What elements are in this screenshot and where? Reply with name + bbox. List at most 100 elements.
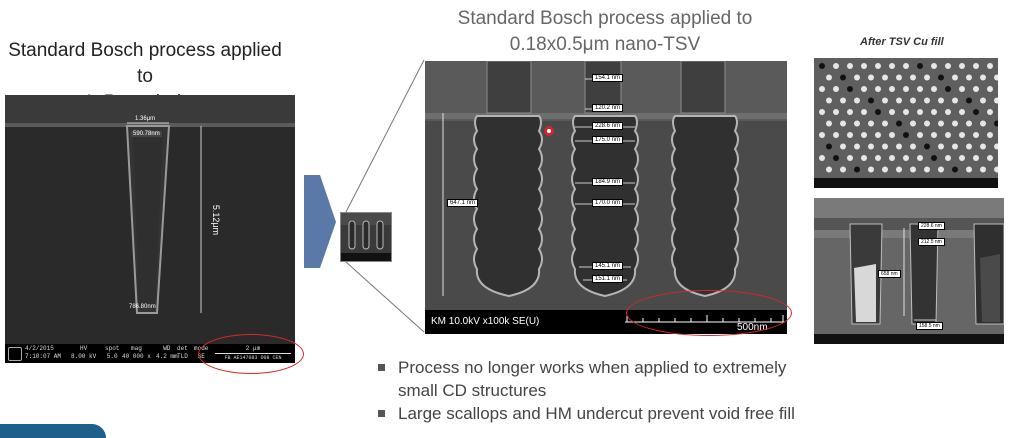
via-dot [847, 132, 853, 138]
via-dot [910, 120, 916, 127]
measurement-label: 170.0 nm [592, 199, 624, 207]
via-dot [840, 143, 846, 150]
databar-det: TLD [177, 353, 188, 360]
via-dot [966, 143, 972, 150]
via-dot [980, 143, 986, 150]
footer-tab-shape [0, 424, 106, 438]
via-dot [945, 109, 951, 115]
measurement-label: 786.80nm [129, 304, 156, 310]
left-sem-graphic [5, 95, 295, 314]
via-dot [938, 97, 944, 104]
via-dot [945, 155, 951, 161]
filled-tsv-graphic [814, 198, 1004, 344]
highlight-ellipse [626, 290, 792, 336]
via-dot [896, 120, 902, 127]
via-dot [903, 63, 909, 69]
via-dot [945, 63, 951, 69]
via-dot [952, 120, 958, 127]
via-dot [833, 109, 839, 115]
via-dot [994, 143, 998, 150]
via-dot [924, 143, 930, 150]
via-dot [917, 86, 923, 92]
via-dot [896, 166, 902, 173]
via-dot [917, 155, 923, 161]
via-dot [847, 155, 853, 161]
via-dot [917, 63, 923, 69]
via-dot [896, 143, 902, 150]
right-top-sem-image [814, 58, 998, 188]
via-dot [994, 120, 998, 127]
via-dot [875, 109, 881, 115]
via-dot [959, 86, 965, 92]
middle-title-line-1: Standard Bosch process applied to [457, 8, 753, 29]
bullet-square-icon [378, 364, 385, 371]
via-dot [833, 86, 839, 92]
sem-info-label: KM 10.0kV x100k SE(U) [431, 316, 540, 327]
left-sem-image: 1.36μm 590.78nm 5.12μm 786.80nm 4/2/2015… [5, 95, 295, 363]
via-dot [854, 166, 860, 173]
measurement-label: 647.1 nm [447, 199, 479, 207]
via-dot [952, 166, 958, 173]
databar-spot: 5.0 [106, 353, 118, 360]
databar-wd: 4.2 mm [156, 353, 178, 360]
via-dot [973, 86, 979, 92]
right-bottom-sem-image: 228.6 nm 212.5 nm 658 nm 158.5 nm [814, 198, 1004, 344]
via-dot [854, 74, 860, 81]
middle-sem-graphic [425, 61, 787, 298]
via-dot [903, 132, 909, 138]
via-dot [875, 155, 881, 161]
via-dot [980, 97, 986, 104]
via-dot [840, 120, 846, 127]
via-dot [882, 143, 888, 150]
via-dot [980, 120, 986, 127]
measurement-label: 228.6 nm [592, 122, 624, 130]
via-dot [840, 97, 846, 104]
via-dot [952, 143, 958, 150]
via-dot [994, 166, 998, 173]
via-dot [980, 166, 986, 173]
left-title-line-1: Standard Bosch process applied to [8, 40, 282, 87]
databar-wd-label: WD [163, 345, 171, 352]
via-dot [931, 132, 937, 138]
via-dot [938, 74, 944, 81]
via-dot [959, 63, 965, 69]
highlight-ellipse [198, 334, 304, 374]
via-dot [868, 166, 874, 173]
instrument-logo-icon [8, 347, 22, 361]
via-dot [889, 86, 895, 92]
via-dot [987, 86, 993, 92]
via-dot [875, 86, 881, 92]
via-dot [952, 74, 958, 81]
via-dot [952, 97, 958, 104]
via-dot [882, 97, 888, 104]
measurement-label: 120.2 nm [592, 104, 624, 112]
via-dot [875, 63, 881, 69]
via-dot [966, 97, 972, 104]
sem-thumbnail [340, 212, 392, 262]
bullet-list: Process no longer works when applied to … [378, 356, 795, 425]
via-dot [959, 132, 965, 138]
zoom-connector-lines [345, 59, 425, 333]
via-dot [973, 109, 979, 115]
via-dot [966, 120, 972, 127]
via-dot [910, 74, 916, 81]
via-dot [980, 74, 986, 81]
via-dot [847, 109, 853, 115]
via-dot [938, 120, 944, 127]
via-dot [931, 63, 937, 69]
via-dot [896, 74, 902, 81]
via-dot [987, 155, 993, 161]
via-dot [833, 132, 839, 138]
via-dot [959, 109, 965, 115]
via-dot [826, 120, 832, 127]
databar-hv-label: HV [80, 345, 88, 352]
via-dot [840, 166, 846, 173]
middle-sem-image: 154.1 nm 120.2 nm 228.6 nm 175.0 nm 184.… [425, 61, 787, 334]
via-dot [896, 97, 902, 104]
via-dot [826, 74, 832, 81]
via-dot [889, 132, 895, 138]
via-dot [861, 155, 867, 161]
measurement-label: 5.12μm [211, 204, 222, 236]
right-title: After TSV Cu fill [860, 36, 944, 48]
via-dot [910, 97, 916, 104]
